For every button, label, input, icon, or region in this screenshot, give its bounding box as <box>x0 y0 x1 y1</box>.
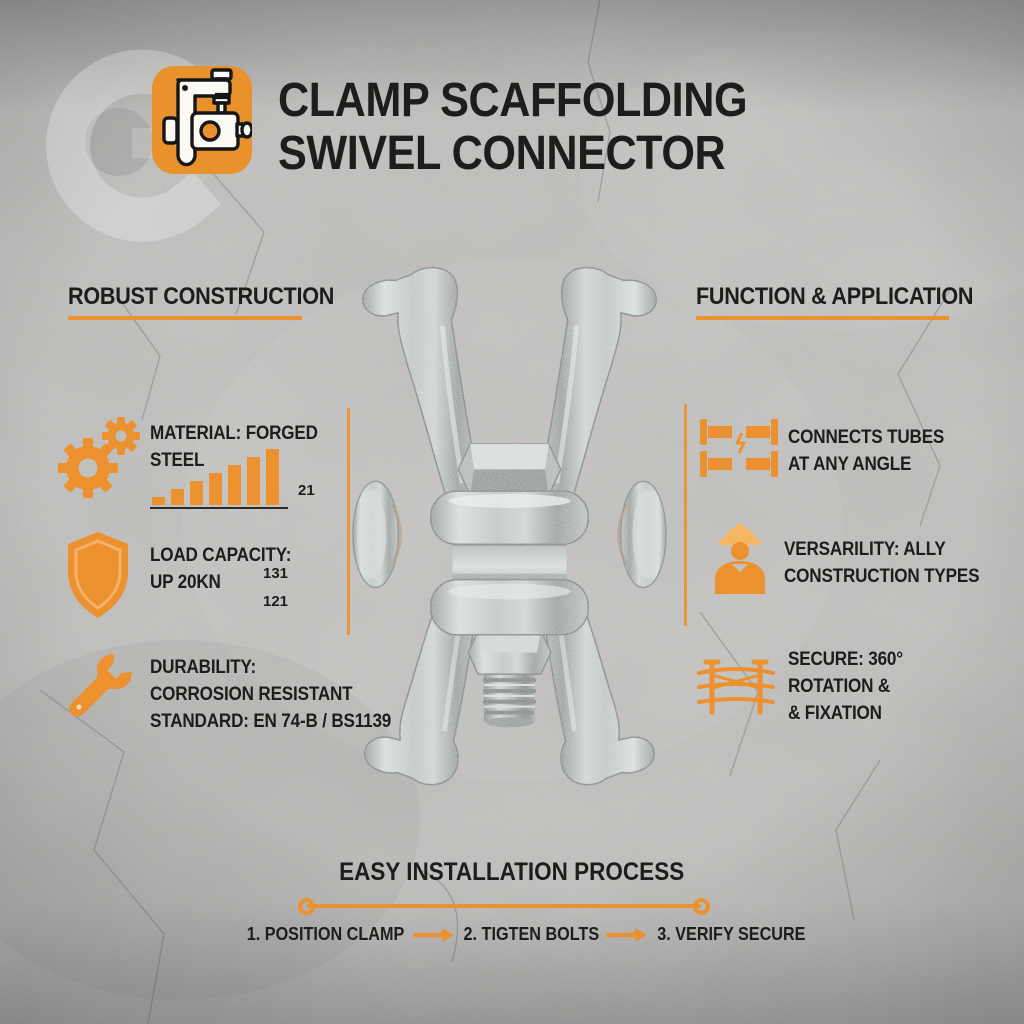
load-capacity-text: LOAD CAPACITY: UP 20KN <box>150 545 292 593</box>
left-section-heading: ROBUST CONSTRUCTION <box>68 283 335 310</box>
left-divider-line <box>347 408 350 635</box>
title-line-1: CLAMP SCAFFOLDING <box>278 74 748 127</box>
right-divider-line <box>684 404 687 626</box>
step-2-label: 2. TIGTEN BOLTS <box>463 924 599 944</box>
timeline-ring-right-icon <box>693 898 710 915</box>
construction-worker-icon <box>715 524 765 594</box>
mini-bar-chart <box>152 449 288 505</box>
clamp-glyph <box>162 68 254 167</box>
process-timeline <box>298 898 710 915</box>
arrow-right-icon <box>413 927 455 942</box>
secure-text: SECURE: 360° ROTATION & & FIXATION <box>788 649 903 724</box>
swivel-clamp-product-image <box>352 266 667 786</box>
versatility-text: VERSARILITY: ALLY CONSTRUCTION TYPES <box>784 539 980 587</box>
shield-icon <box>68 532 128 618</box>
load-value-2: 121 <box>263 593 289 610</box>
tubes-connector-icon <box>700 419 778 477</box>
chart-number: 21 <box>298 482 315 499</box>
chart-bar <box>247 457 260 505</box>
load-value-1: 131 <box>263 565 289 582</box>
page-title: CLAMP SCAFFOLDING SWIVEL CONNECTOR <box>278 74 799 180</box>
chart-bar <box>209 473 222 505</box>
chart-baseline <box>150 507 288 509</box>
step-3-label: 3. VERIFY SECURE <box>657 924 806 944</box>
process-heading: EASY INSTALLATION PROCESS <box>339 858 685 886</box>
chart-bar <box>152 497 165 505</box>
material-text: MATERIAL: FORGED STEEL <box>150 423 318 471</box>
title-line-2: SWIVEL CONNECTOR <box>278 127 726 180</box>
process-steps: 1. POSITION CLAMP 2. TIGTEN BOLTS 3. VER… <box>238 924 814 945</box>
chart-bar <box>190 481 203 505</box>
arrow-right-icon <box>606 927 648 942</box>
right-heading-underline <box>696 316 949 320</box>
durability-text: DURABILITY: CORROSION RESISTANT STANDARD… <box>150 657 392 732</box>
step-1-label: 1. POSITION CLAMP <box>246 924 405 944</box>
wrench-icon <box>69 654 132 717</box>
clamp-app-icon <box>152 66 254 174</box>
gears-icon <box>58 417 140 498</box>
scaffolding-icon <box>697 659 775 715</box>
right-section-heading: FUNCTION & APPLICATION <box>696 283 974 310</box>
left-heading-underline <box>68 316 302 320</box>
chart-bar <box>266 449 279 505</box>
chart-bar <box>228 465 241 505</box>
connects-tubes-text: CONNECTS TUBES AT ANY ANGLE <box>788 427 945 475</box>
chart-bar <box>171 489 184 505</box>
timeline-line <box>307 904 701 908</box>
